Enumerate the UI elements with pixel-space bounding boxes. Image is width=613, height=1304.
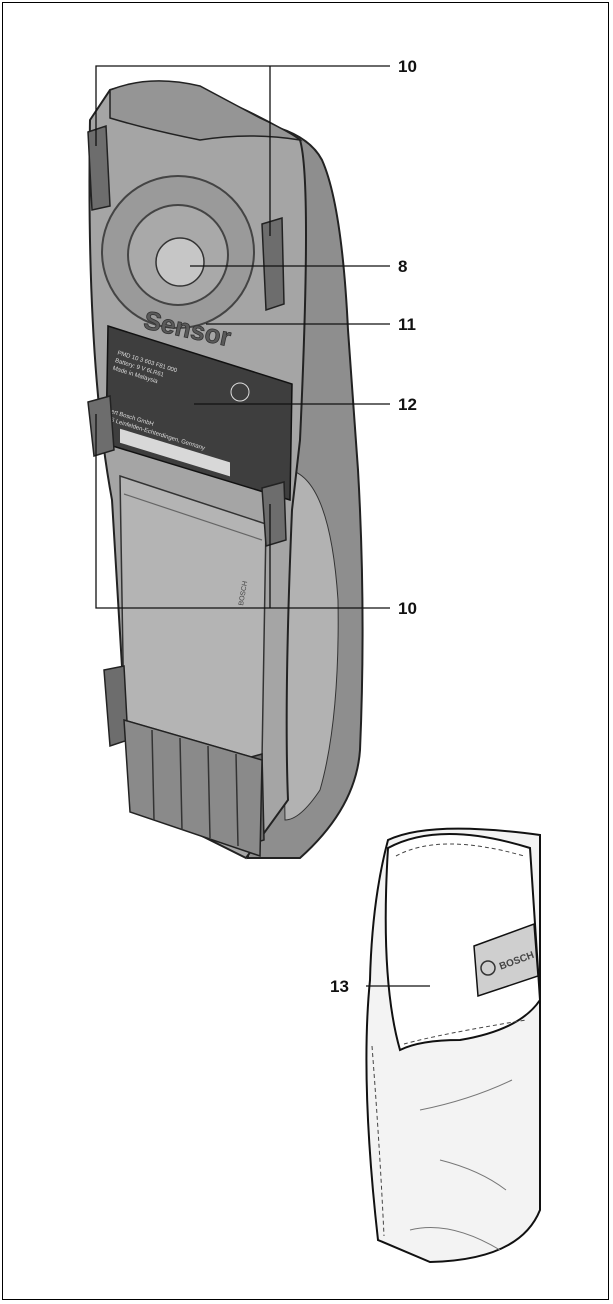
bosch-logo-icon [480, 960, 496, 976]
device-side-highlight [279, 469, 339, 821]
battery-brand-text: BOSCH [238, 581, 249, 607]
pouch-logo-tag [473, 922, 539, 998]
device-top-cap [109, 80, 303, 142]
leader-lines [95, 65, 430, 987]
bottom-grip [123, 718, 263, 858]
detector-device: Sensor PMD 10 3 603 F81 000 Battery: 9 V… [87, 80, 364, 860]
protective-pouch: BOSCH [365, 827, 542, 1264]
callout-8: 8 [398, 257, 407, 276]
callout-12: 12 [398, 395, 417, 414]
battery-compartment [119, 474, 267, 761]
callout-10-top: 10 [398, 57, 417, 76]
clip-top-left [87, 124, 111, 211]
callout-10-bottom: 10 [398, 599, 417, 618]
plate-barcode-field [120, 428, 230, 477]
pouch-stitching [371, 843, 527, 1237]
clip-top-right [261, 216, 285, 312]
clip-mid-right [261, 481, 287, 547]
sensor-center [155, 237, 205, 287]
plate-ce-icon [230, 382, 250, 402]
leader-10-bottom [95, 414, 390, 609]
battery-lid-ridge [123, 493, 263, 541]
clip-mid-left [87, 395, 115, 457]
pouch-flap [384, 833, 542, 1052]
callout-13: 13 [330, 977, 349, 996]
pouch-fold-lines [409, 1079, 513, 1251]
leader-10-top [95, 65, 390, 236]
grip-ribs [151, 729, 239, 847]
callout-11: 11 [398, 315, 416, 334]
